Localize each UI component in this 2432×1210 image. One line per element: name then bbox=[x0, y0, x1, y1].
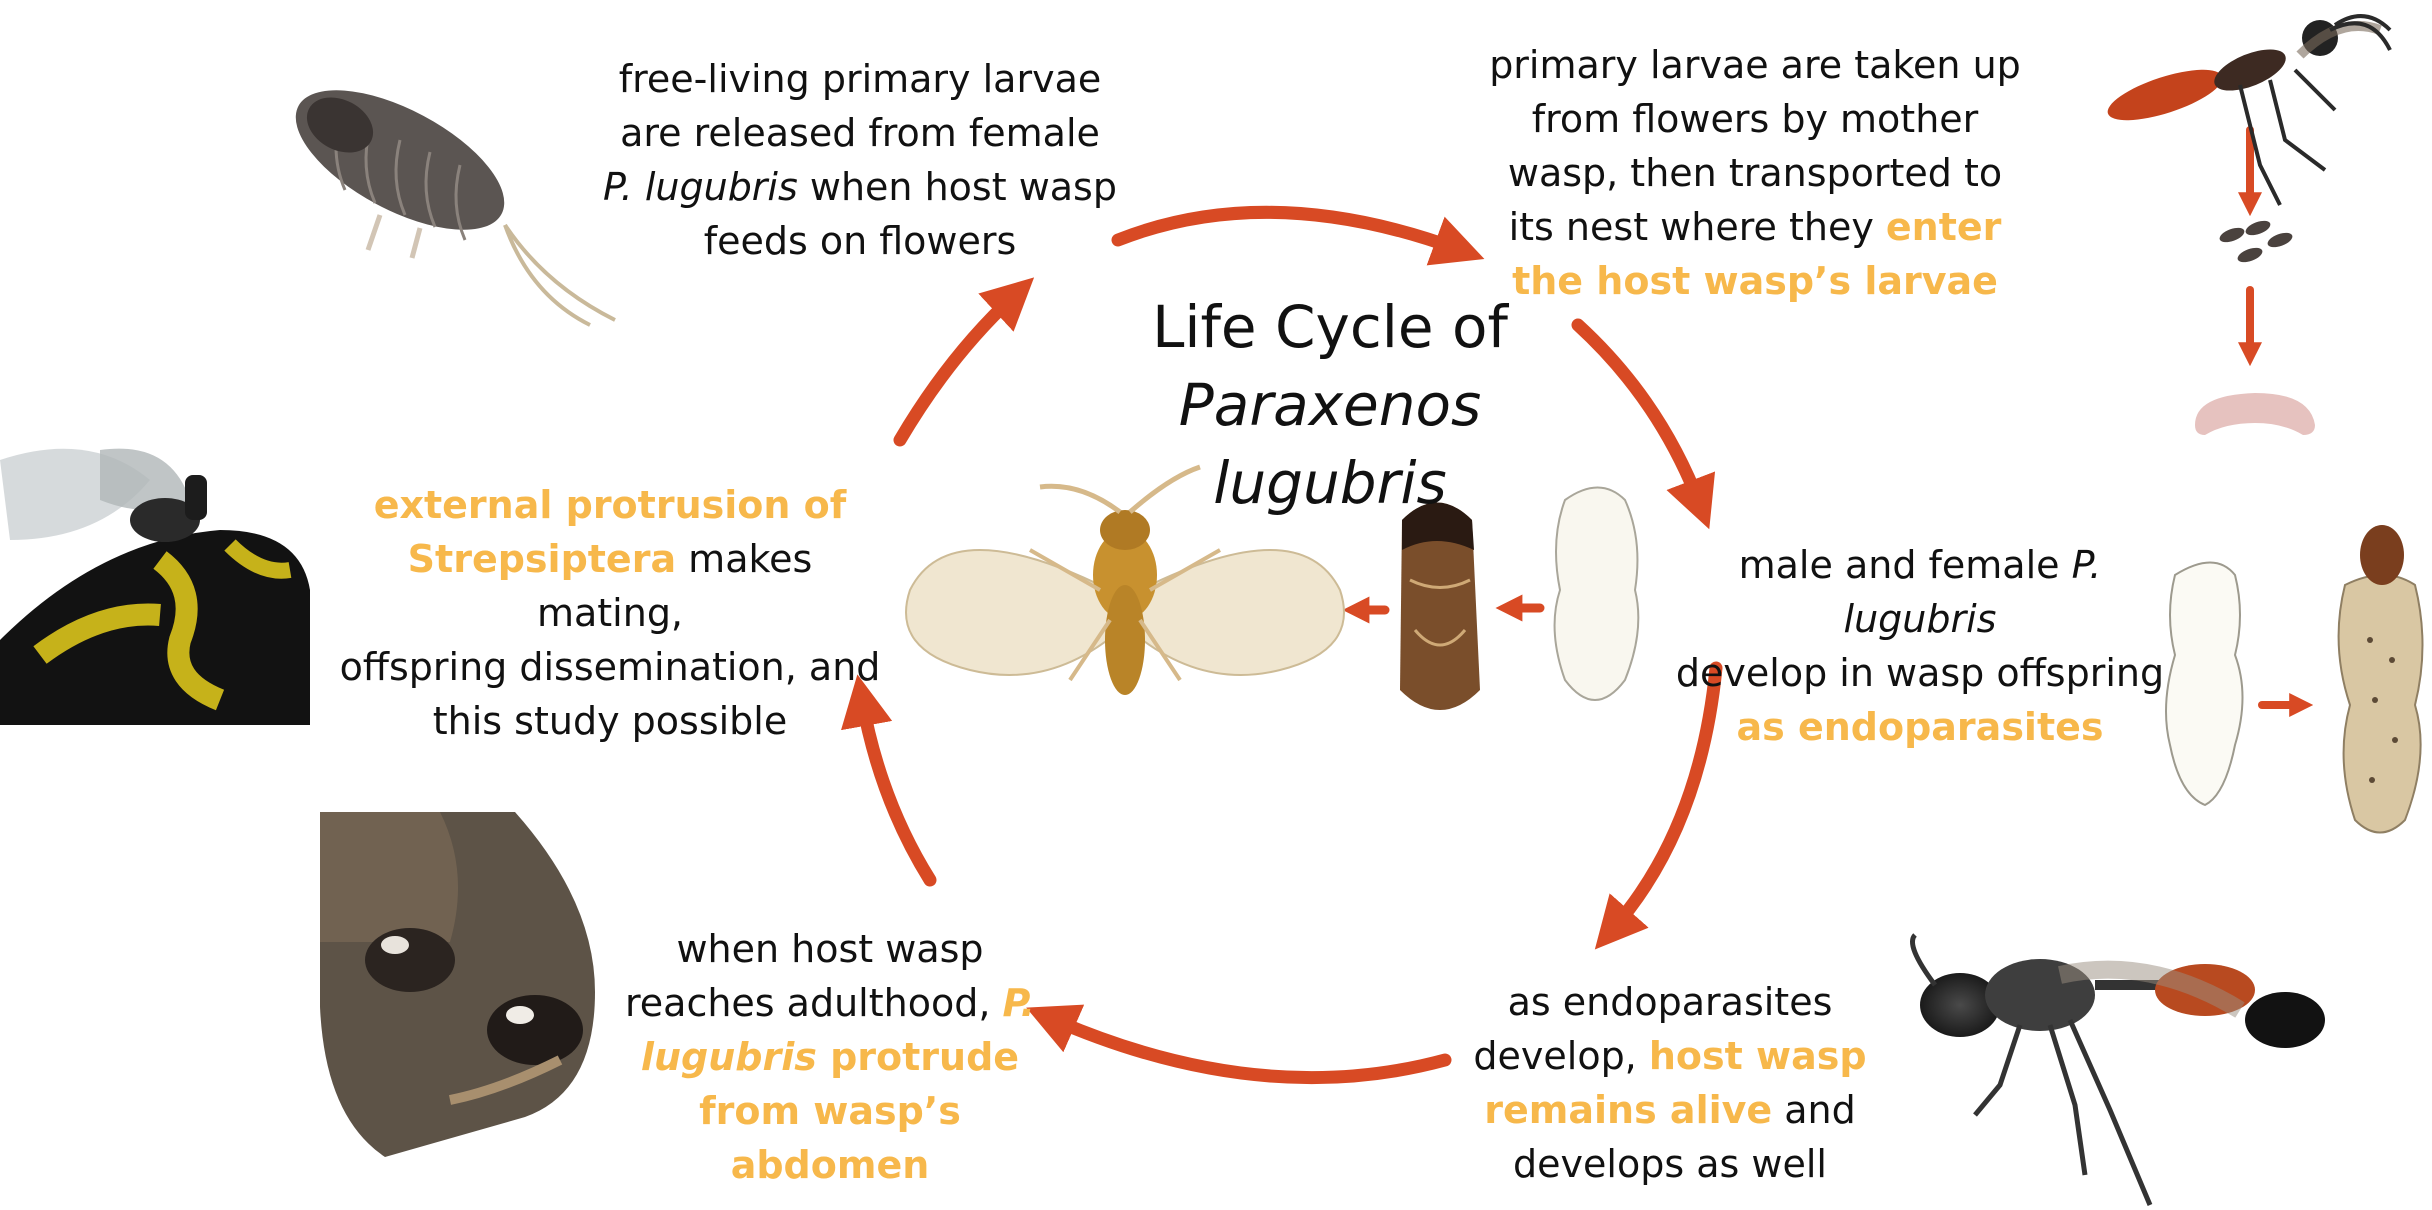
highlight-text: P. bbox=[1003, 981, 1036, 1025]
primary-larvae-small-image bbox=[2218, 218, 2295, 265]
step-line: lugubris protrude bbox=[610, 1030, 1050, 1084]
highlight-species: lugubris bbox=[641, 1035, 817, 1079]
step-line: male and female P. lugubris bbox=[1660, 538, 2180, 646]
step-text: develop, bbox=[1473, 1034, 1648, 1078]
step-text: its nest where they bbox=[1509, 205, 1886, 249]
highlight-text: remains alive bbox=[1484, 1088, 1772, 1132]
step-line: Strepsiptera makes mating, bbox=[330, 532, 890, 640]
step-line: from flowers by mother bbox=[1455, 92, 2055, 146]
step-text: when host wasp bbox=[798, 165, 1117, 209]
step-text: male and female bbox=[1739, 543, 2072, 587]
step-line: offspring dissemination, and bbox=[330, 640, 890, 694]
highlight-text: enter bbox=[1886, 205, 2002, 249]
highlight-text: Strepsiptera bbox=[408, 537, 676, 581]
step-line: wasp, then transported to bbox=[1455, 146, 2055, 200]
step-line: are released from female bbox=[600, 106, 1120, 160]
step-line: when host wasp bbox=[610, 922, 1050, 976]
title-line-2: Paraxenos lugubris bbox=[1060, 366, 1600, 522]
step-text: reaches adulthood, bbox=[625, 981, 1003, 1025]
host-wasp-larva-image bbox=[2195, 393, 2315, 435]
step-line: its nest where they enter bbox=[1455, 200, 2055, 254]
step-line: primary larvae are taken up bbox=[1455, 38, 2055, 92]
highlight-text: protrude bbox=[817, 1035, 1019, 1079]
highlight-text: from wasp’s bbox=[610, 1084, 1050, 1138]
adult-host-wasp-image bbox=[1913, 935, 2326, 1205]
highlight-text: external protrusion of bbox=[330, 478, 890, 532]
arrow-top bbox=[1118, 212, 1460, 250]
step-line: reaches adulthood, P. bbox=[610, 976, 1050, 1030]
step-line: as endoparasites bbox=[1440, 975, 1900, 1029]
arrow-bottom bbox=[1050, 1018, 1445, 1078]
step-line: develops as well bbox=[1440, 1137, 1900, 1191]
step-develop-endoparasites: male and female P. lugubris develop in w… bbox=[1660, 538, 2180, 754]
step-host-remains-alive: as endoparasites develop, host wasp rema… bbox=[1440, 975, 1900, 1191]
highlight-text: as endoparasites bbox=[1660, 700, 2180, 754]
diagram-title: Life Cycle of Paraxenos lugubris bbox=[1060, 288, 1600, 522]
abdomen-closeup-photo bbox=[320, 812, 595, 1157]
step-line: develop in wasp offspring bbox=[1660, 646, 2180, 700]
step-line: free-living primary larvae bbox=[600, 52, 1120, 106]
step-line: remains alive and bbox=[1440, 1083, 1900, 1137]
step-line: P. lugubris when host wasp bbox=[600, 160, 1120, 214]
step-line: develop, host wasp bbox=[1440, 1029, 1900, 1083]
primary-larva-image bbox=[275, 62, 615, 325]
step-larvae-transported: primary larvae are taken up from flowers… bbox=[1455, 38, 2055, 308]
step-line: feeds on flowers bbox=[600, 214, 1120, 268]
step-text: and bbox=[1772, 1088, 1856, 1132]
species-name: P. lugubris bbox=[603, 165, 798, 209]
right-larva-developing-image bbox=[2339, 525, 2423, 833]
highlight-text: host wasp bbox=[1649, 1034, 1867, 1078]
highlight-text: the host wasp’s larvae bbox=[1455, 254, 2055, 308]
step-external-protrusion: external protrusion of Strepsiptera make… bbox=[330, 478, 890, 748]
step-larvae-released: free-living primary larvae are released … bbox=[600, 52, 1120, 268]
pupa-image bbox=[1400, 503, 1480, 711]
step-line: this study possible bbox=[330, 694, 890, 748]
step-protrude-from-abdomen: when host wasp reaches adulthood, P. lug… bbox=[610, 922, 1050, 1192]
highlight-text: abdomen bbox=[610, 1138, 1050, 1192]
arrow-upper-left bbox=[900, 295, 1015, 440]
mating-photo bbox=[0, 440, 310, 725]
